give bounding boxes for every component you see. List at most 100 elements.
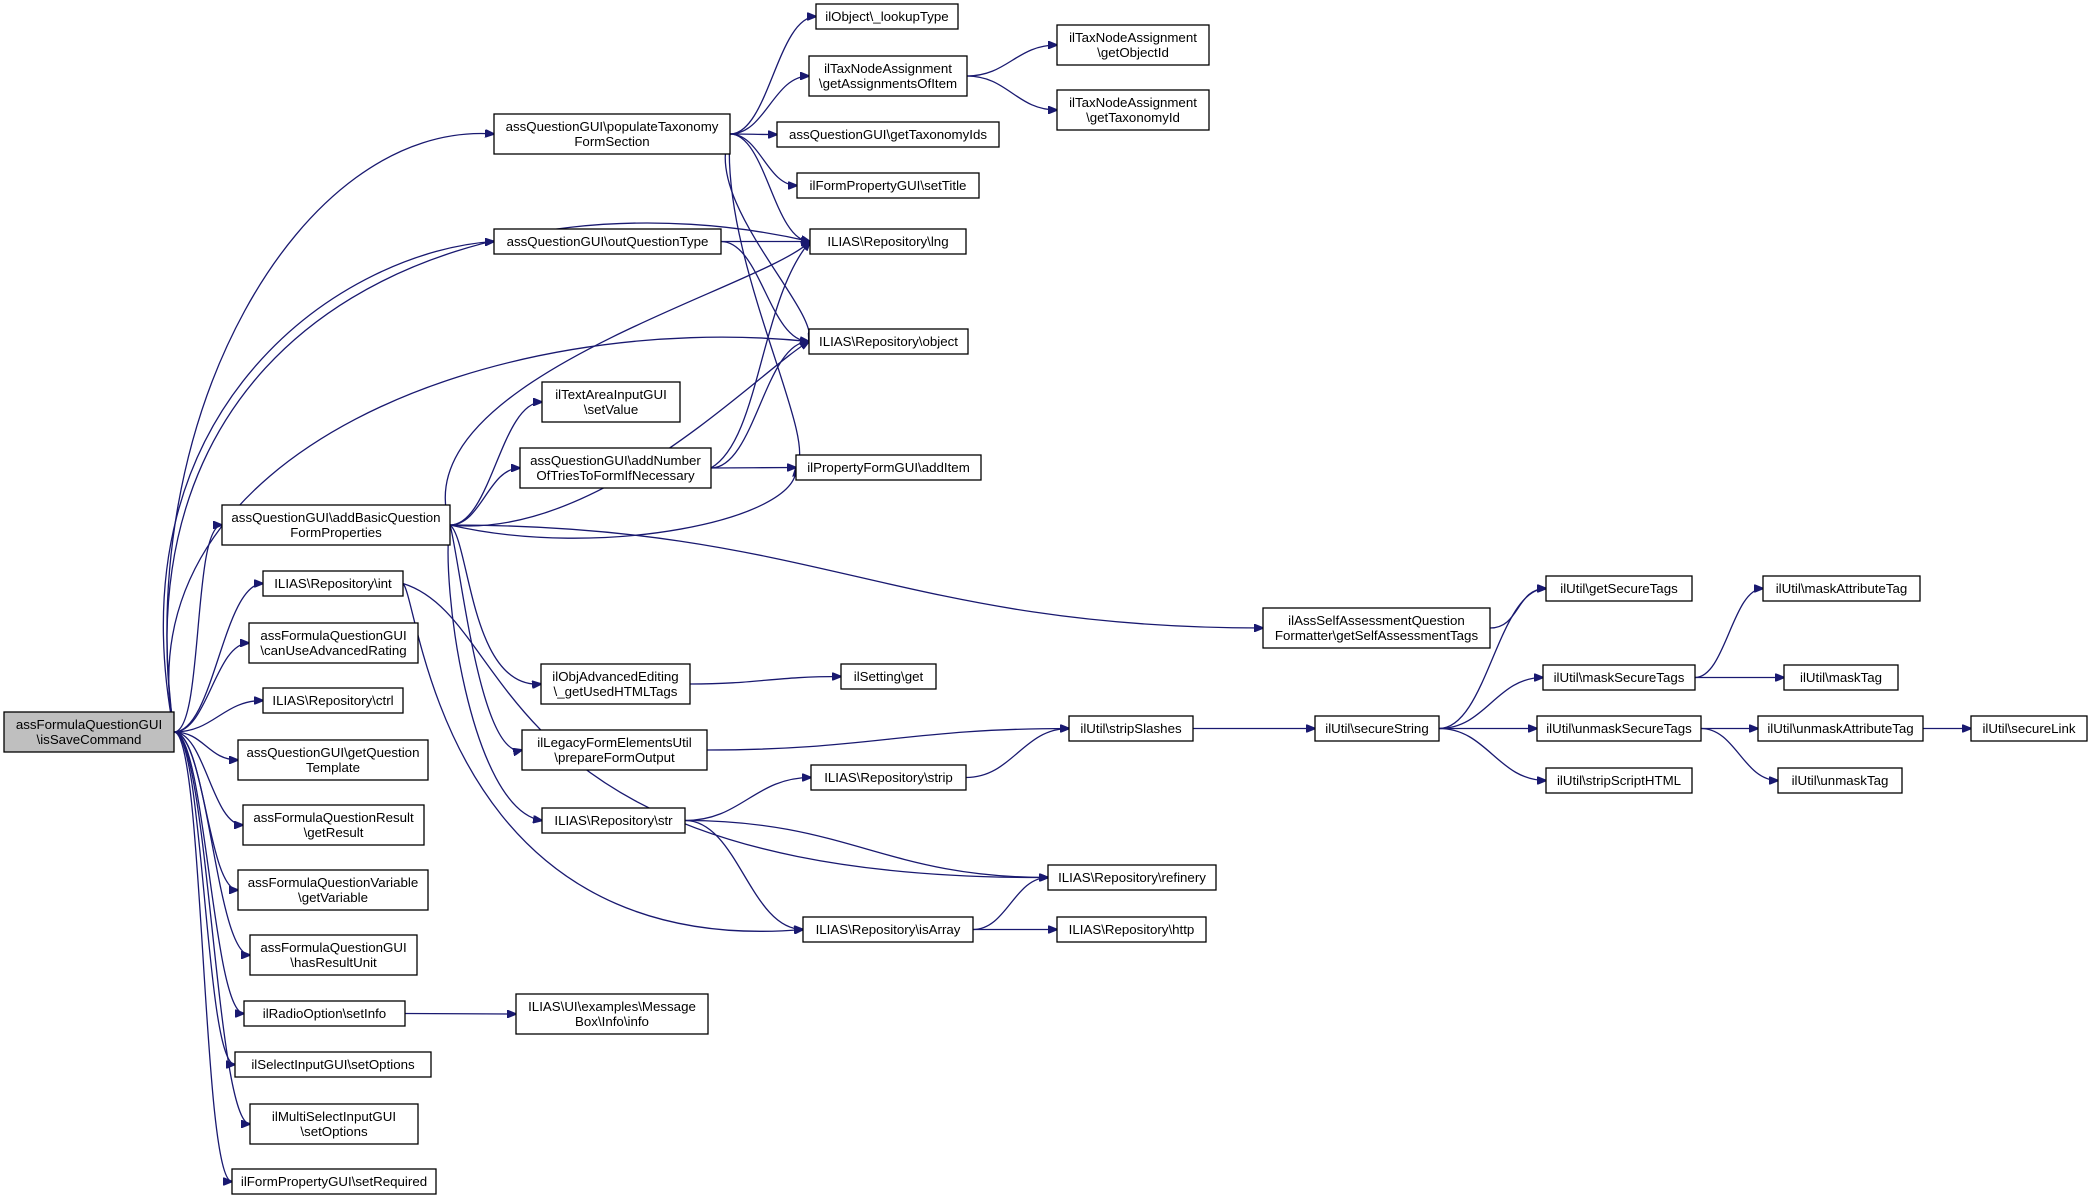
node-getAssign[interactable]: ilTaxNodeAssignment\getAssignmentsOfItem [808, 55, 968, 97]
edge-objAdv-to-settingGet [689, 677, 841, 685]
node-label-line: assQuestionGUI\getTaxonomyIds [789, 127, 987, 142]
node-lookup[interactable]: ilObject\_lookupType [815, 3, 959, 30]
node-label-line: \hasResultUnit [290, 955, 377, 970]
edge-path [173, 731, 235, 1065]
node-mselOpt[interactable]: ilMultiSelectInputGUI\setOptions [249, 1103, 419, 1145]
edge-addNum-to-object [710, 342, 809, 469]
node-addNum[interactable]: assQuestionGUI\addNumberOfTriesToFormIfN… [519, 447, 712, 489]
node-intN[interactable]: ILIAS\Repository\int [262, 570, 404, 597]
edge-addBasic-to-taSet [449, 402, 542, 526]
node-settingGet[interactable]: ilSetting\get [840, 663, 937, 690]
node-box [1545, 767, 1693, 794]
edge-path [404, 1014, 516, 1015]
node-addBasic[interactable]: assQuestionGUI\addBasicQuestionFormPrope… [221, 504, 451, 546]
node-radioInfo[interactable]: ilRadioOption\setInfo [243, 1000, 406, 1027]
node-label-line: ilSelectInputGUI\setOptions [251, 1057, 415, 1072]
node-isArray[interactable]: ILIAS\Repository\isArray [802, 916, 974, 943]
edge-path [173, 701, 263, 733]
node-label-line: ilFormPropertyGUI\setRequired [241, 1174, 427, 1189]
edge-path [965, 729, 1069, 779]
node-addItem[interactable]: ilPropertyFormGUI\addItem [795, 454, 982, 481]
node-label-line: ILIAS\Repository\isArray [816, 922, 961, 937]
node-label-line: assFormulaQuestionVariable [248, 875, 418, 890]
node-objAdv[interactable]: ilObjAdvancedEditing\_getUsedHTMLTags [540, 663, 691, 705]
node-str[interactable]: ILIAS\Repository\str [541, 807, 686, 834]
node-getTaxIds[interactable]: assQuestionGUI\getTaxonomyIds [776, 121, 1000, 148]
node-setTitle[interactable]: ilFormPropertyGUI\setTitle [796, 172, 980, 199]
node-box [3, 711, 175, 753]
node-getVar[interactable]: assFormulaQuestionVariable\getVariable [237, 869, 429, 911]
node-selOpt[interactable]: ilSelectInputGUI\setOptions [234, 1051, 432, 1078]
node-label-line: assFormulaQuestionResult [253, 810, 414, 825]
node-stripSlashes[interactable]: ilUtil\stripSlashes [1068, 715, 1194, 742]
node-unmaskSecTags[interactable]: ilUtil\unmaskSecureTags [1536, 715, 1702, 742]
node-strip[interactable]: ILIAS\Repository\strip [810, 764, 967, 791]
node-outQType[interactable]: assQuestionGUI\outQuestionType [493, 228, 722, 255]
edge-path [173, 731, 243, 825]
edge-path [966, 45, 1057, 77]
edge-path [729, 133, 810, 242]
edge-root-to-object [168, 336, 809, 733]
edge-radioInfo-to-msgInfo [404, 1014, 516, 1015]
node-box [1056, 24, 1210, 66]
node-legacy[interactable]: ilLegacyFormElementsUtil\prepareFormOutp… [521, 729, 708, 771]
node-canUse[interactable]: assFormulaQuestionGUI\canUseAdvancedRati… [248, 622, 419, 664]
node-getTaxId[interactable]: ilTaxNodeAssignment\getTaxonomyId [1056, 89, 1210, 131]
node-getObjId[interactable]: ilTaxNodeAssignment\getObjectId [1056, 24, 1210, 66]
node-box [809, 228, 967, 255]
node-refinery[interactable]: ILIAS\Repository\refinery [1047, 864, 1217, 891]
node-selfAssess[interactable]: ilAssSelfAssessmentQuestionFormatter\get… [1262, 607, 1491, 649]
node-secureString[interactable]: ilUtil\secureString [1314, 715, 1440, 742]
node-label-line: ILIAS\UI\examples\Message [528, 999, 696, 1014]
node-taSet[interactable]: ilTextAreaInputGUI\setValue [541, 381, 681, 423]
edge-addBasic-to-lng [444, 242, 810, 526]
node-label-line: ILIAS\Repository\http [1069, 922, 1195, 937]
node-label-line: ilAssSelfAssessmentQuestion [1288, 613, 1465, 628]
edge-addBasic-to-object [449, 342, 809, 527]
edge-path [449, 402, 542, 526]
node-unmaskAttr[interactable]: ilUtil\unmaskAttributeTag [1757, 715, 1924, 742]
node-secureLink[interactable]: ilUtil\secureLink [1970, 715, 2088, 742]
node-setReq[interactable]: ilFormPropertyGUI\setRequired [231, 1168, 437, 1195]
node-lng[interactable]: ILIAS\Repository\lng [809, 228, 967, 255]
node-http[interactable]: ILIAS\Repository\http [1056, 916, 1207, 943]
node-label-line: ilMultiSelectInputGUI [272, 1109, 396, 1124]
node-maskAttr[interactable]: ilUtil\maskAttributeTag [1762, 575, 1921, 602]
edge-addBasic-to-objAdv [449, 524, 541, 684]
node-hasRU[interactable]: assFormulaQuestionGUI\hasResultUnit [249, 934, 418, 976]
edge-addNum-to-addItem [710, 468, 796, 469]
node-box [221, 504, 451, 546]
node-populateTax[interactable]: assQuestionGUI\populateTaxonomyFormSecti… [493, 113, 731, 155]
edge-path [1489, 589, 1546, 629]
node-box [1068, 715, 1194, 742]
edge-secureString-to-stripScript [1438, 727, 1546, 781]
node-label-line: \isSaveCommand [37, 732, 142, 747]
node-root[interactable]: assFormulaQuestionGUI\isSaveCommand [3, 711, 175, 753]
node-box [1314, 715, 1440, 742]
node-getResult[interactable]: assFormulaQuestionResult\getResult [242, 804, 425, 846]
node-ctrl[interactable]: ILIAS\Repository\ctrl [262, 687, 404, 714]
node-maskSecTags[interactable]: ilUtil\maskSecureTags [1542, 664, 1696, 691]
node-box [776, 121, 1000, 148]
node-unmaskTag[interactable]: ilUtil\unmaskTag [1777, 767, 1903, 794]
node-maskTag[interactable]: ilUtil\maskTag [1783, 664, 1899, 691]
edge-selfAssess-to-getSecTags [1489, 589, 1546, 629]
node-stripScript[interactable]: ilUtil\stripScriptHTML [1545, 767, 1693, 794]
node-label-line: assQuestionGUI\getQuestion [247, 745, 420, 760]
node-box [515, 993, 709, 1035]
node-label-line: Formatter\getSelfAssessmentTags [1275, 628, 1479, 643]
node-label-line: \getVariable [298, 890, 368, 905]
edge-path [449, 524, 522, 750]
node-label-line: assQuestionGUI\populateTaxonomy [506, 119, 719, 134]
edge-root-to-getQT [173, 731, 238, 760]
node-object[interactable]: ILIAS\Repository\object [808, 328, 969, 355]
node-box [815, 3, 959, 30]
node-box [231, 1168, 437, 1195]
edge-strip-to-stripSlashes [965, 729, 1069, 779]
node-box [796, 172, 980, 199]
node-getSecTags[interactable]: ilUtil\getSecureTags [1545, 575, 1693, 602]
node-box [840, 663, 937, 690]
edge-path [168, 336, 809, 733]
